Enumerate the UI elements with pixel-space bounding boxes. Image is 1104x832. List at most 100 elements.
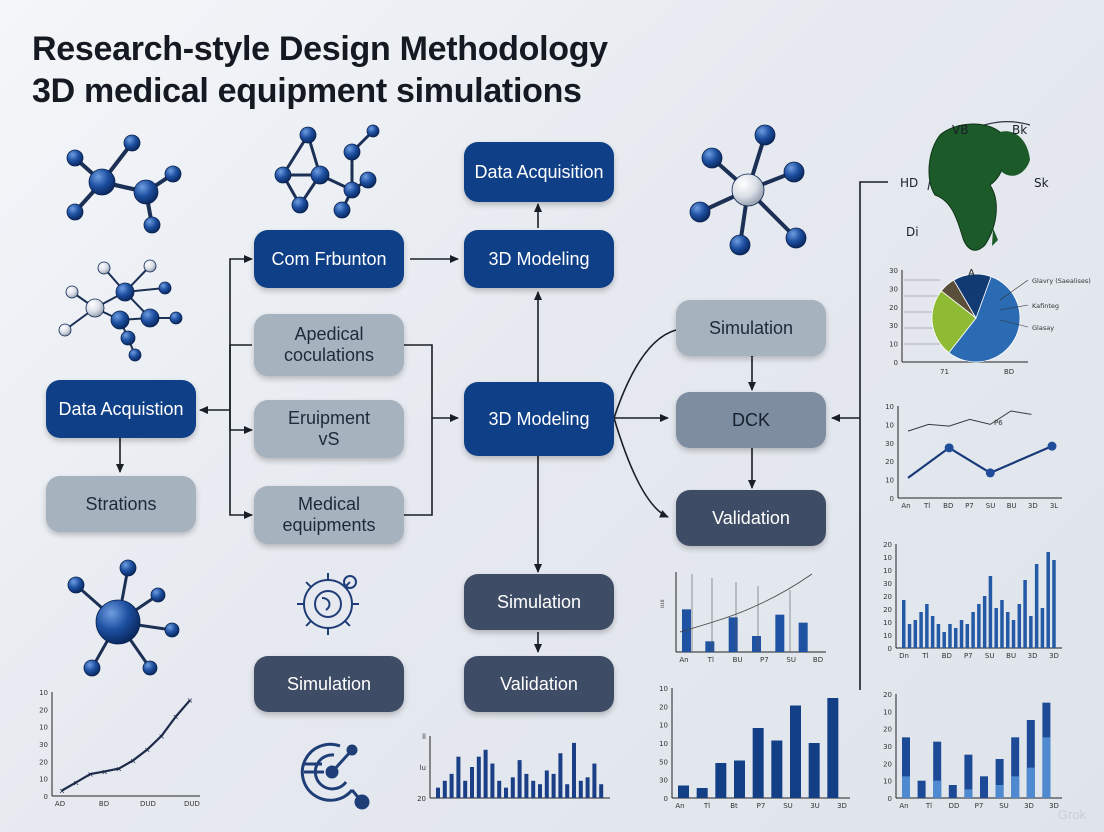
chart-3-bar bbox=[995, 759, 1004, 798]
simulation-center-box: Simulation bbox=[464, 574, 614, 630]
chart-7-marker: × bbox=[158, 732, 165, 741]
simulation-left-box: Simulation bbox=[254, 656, 404, 712]
strations-box: Strations bbox=[46, 476, 196, 532]
chart-2-y-tick: 0 bbox=[888, 645, 892, 653]
dck-box: DCK bbox=[676, 392, 826, 448]
chart-2-bar bbox=[1046, 552, 1050, 648]
chart-7-y-tick: 0 bbox=[44, 793, 48, 801]
chart-6-bar bbox=[682, 609, 691, 652]
molecule-icon-4 bbox=[689, 124, 807, 256]
chart-0-slice bbox=[953, 273, 992, 319]
chart-2-bar bbox=[965, 624, 970, 648]
globe-label-sk: Sk bbox=[1034, 176, 1049, 190]
validation-right-box: Validation bbox=[676, 490, 826, 546]
modeling-center-box: 3D Modeling bbox=[464, 382, 614, 456]
chart-4-y-tick: 10 bbox=[659, 722, 668, 730]
globe-label-hd: HD bbox=[900, 176, 918, 190]
chart-5-bar bbox=[490, 763, 495, 798]
chart-4-x-label: Bt bbox=[730, 802, 738, 810]
chart-2-bar bbox=[925, 604, 929, 648]
chart-4-bar bbox=[790, 705, 801, 798]
chart-3-x-label: P7 bbox=[975, 802, 984, 810]
chart-1-series-line bbox=[907, 410, 1032, 432]
chart-5-bar bbox=[504, 787, 508, 798]
chart-3-y-tick: 20 bbox=[883, 726, 892, 734]
chart-6-x-label: An bbox=[679, 656, 688, 664]
chart-1-x-label: BU bbox=[1007, 502, 1017, 510]
chart-0-y-tick: 10 bbox=[889, 341, 898, 349]
chart-2-bar bbox=[1052, 560, 1056, 648]
chart-2-x-label: P7 bbox=[964, 652, 973, 660]
chart-3-bar-lower bbox=[964, 789, 973, 798]
chart-2-y-tick: 10 bbox=[883, 567, 892, 575]
chart-2-bar bbox=[954, 628, 958, 648]
chart-3-y-tick: 30 bbox=[883, 743, 892, 751]
chart-1-y-tick: 10 bbox=[885, 421, 894, 429]
chart-6-x-label: P7 bbox=[760, 656, 769, 664]
chart-4-bar bbox=[678, 785, 689, 798]
chart-7-marker: × bbox=[144, 745, 151, 754]
chart-0-y-tick: 30 bbox=[889, 322, 898, 330]
chart-0-x-label: BD bbox=[1004, 368, 1014, 376]
chart-5-bar bbox=[565, 784, 570, 798]
chart-4-x-label: An bbox=[675, 802, 684, 810]
chart-4-x-label: 3U bbox=[810, 802, 820, 810]
chart-5-bar bbox=[592, 763, 597, 798]
chart-2-bar bbox=[977, 604, 981, 648]
chart-2-bar bbox=[1006, 612, 1010, 648]
chart-7-x-label: DUD bbox=[140, 800, 156, 808]
chart-4-x-label: 3D bbox=[837, 802, 847, 810]
chart-4-bar bbox=[771, 740, 783, 798]
chart-4-x-label: Tl bbox=[703, 802, 710, 810]
chart-2-bar bbox=[982, 596, 987, 648]
chart-2-x-label: Tl bbox=[921, 652, 928, 660]
chart-5-bar bbox=[517, 760, 522, 798]
connector-arrows bbox=[116, 181, 888, 690]
com-frbunton-box: Com Frbunton bbox=[254, 230, 404, 288]
chart-2-bar bbox=[1017, 604, 1022, 648]
chart-2-bar bbox=[1023, 580, 1027, 648]
globe-label-vb: VB bbox=[952, 123, 968, 137]
chart-1-y-tick: 10 bbox=[885, 403, 894, 411]
chart-4-y-tick: 10 bbox=[659, 685, 668, 693]
chart-3-x-label: SU bbox=[999, 802, 1009, 810]
chart-6-bar bbox=[798, 622, 808, 652]
chart-4-x-label: SU bbox=[783, 802, 793, 810]
page-title-line-1: Research-style Design Methodology bbox=[32, 30, 608, 68]
chart-2-x-label: 3D bbox=[1049, 652, 1059, 660]
chart-7-marker: × bbox=[101, 767, 108, 776]
chart-6-bar bbox=[728, 617, 738, 652]
chart-0-y-tick: 30 bbox=[889, 285, 898, 293]
chart-5-bar bbox=[442, 780, 447, 798]
chart-5-bar bbox=[538, 784, 542, 798]
chart-0-y-tick: 0 bbox=[894, 359, 898, 367]
chart-4-y-tick: 10 bbox=[659, 740, 668, 748]
chart-6-x-label: BD bbox=[813, 656, 823, 664]
chart-2-y-tick: 10 bbox=[883, 554, 892, 562]
chart-3-x-label: 3D bbox=[1049, 802, 1059, 810]
chart-0-y-tick: 20 bbox=[889, 304, 898, 312]
chart-7-marker: × bbox=[187, 696, 194, 705]
chart-1-y-tick: 20 bbox=[885, 458, 894, 466]
chart-2-y-tick: 20 bbox=[883, 593, 892, 601]
chart-3-y-tick: 20 bbox=[883, 691, 892, 699]
chart-2-bar bbox=[994, 608, 998, 648]
chart-6-bar bbox=[705, 641, 715, 652]
chart-1-x-label: SU bbox=[986, 502, 996, 510]
chart-5-y-tick: lu bbox=[420, 764, 426, 772]
chart-2-x-label: BD bbox=[942, 652, 952, 660]
chart-5-bar bbox=[463, 780, 468, 798]
chart-2-bar bbox=[930, 616, 935, 648]
chart-4-y-tick: 20 bbox=[659, 703, 668, 711]
chart-3-y-tick: 0 bbox=[888, 795, 892, 803]
chart-0-slice bbox=[948, 276, 1021, 363]
chart-1-y-tick: 0 bbox=[890, 495, 894, 503]
chart-3-bar-lower bbox=[933, 780, 942, 798]
chart-5-bar bbox=[551, 773, 556, 798]
